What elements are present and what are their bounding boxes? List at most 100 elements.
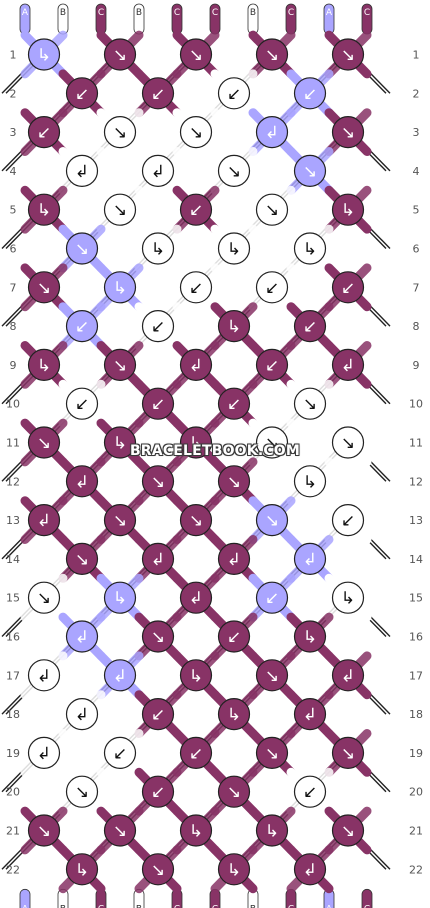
knot-arrow-icon: ↘ (151, 860, 165, 880)
row-number-right: 3 (413, 126, 420, 139)
bottom-string-letter: A (22, 904, 29, 908)
knot-arrow-icon: ↘ (189, 123, 203, 143)
knot (179, 271, 213, 304)
knot-arrow-icon: ↲ (75, 472, 89, 492)
knot (141, 310, 175, 343)
knot-arrow-icon: ↘ (37, 822, 51, 842)
top-string-letter: C (212, 8, 218, 18)
knot (65, 310, 99, 343)
knot (179, 581, 213, 614)
row-number-right: 1 (413, 49, 420, 62)
knot (179, 348, 213, 381)
top-string-letter: B (136, 8, 142, 18)
row-number-right: 15 (409, 592, 423, 605)
knot (65, 465, 99, 498)
row-number-left: 3 (10, 126, 17, 139)
knot (103, 426, 137, 459)
knot-arrow-icon: ↘ (341, 46, 355, 66)
knot (255, 193, 289, 226)
row-number-right: 18 (409, 708, 423, 721)
knot (331, 736, 365, 770)
knot (217, 853, 251, 886)
knot (65, 542, 99, 576)
knot-arrow-icon: ↙ (227, 395, 241, 415)
knot-arrow-icon: ↘ (265, 666, 279, 686)
knot-arrow-icon: ↙ (189, 278, 203, 298)
bottom-string-letter: C (288, 904, 294, 908)
top-string-letter: C (174, 8, 180, 18)
bottom-string-letter: C (98, 904, 104, 908)
knot (27, 116, 61, 149)
knot (27, 736, 61, 770)
knot (293, 154, 327, 187)
knot (141, 697, 175, 731)
knot (179, 814, 213, 847)
knot (331, 659, 365, 692)
bottom-string-end (19, 888, 31, 908)
knot-arrow-icon: ↙ (303, 84, 317, 104)
bottom-string-letter: B (136, 904, 142, 908)
top-string-letter: B (250, 8, 256, 18)
row-number-left: 10 (6, 398, 20, 411)
top-string-letter: A (22, 8, 29, 18)
knot-arrow-icon: ↳ (37, 201, 51, 221)
top-string-letter: B (60, 8, 66, 18)
knot (217, 697, 251, 731)
knot-arrow-icon: ↘ (341, 123, 355, 143)
bottom-string-letter: A (326, 904, 333, 908)
knot-arrow-icon: ↙ (341, 278, 355, 298)
knot (179, 116, 213, 149)
knot (179, 503, 213, 537)
knot (103, 581, 137, 614)
knot-arrow-icon: ↙ (75, 395, 89, 415)
row-number-left: 13 (6, 514, 20, 527)
knot (217, 620, 251, 653)
knot (255, 426, 289, 459)
knot-arrow-icon: ↲ (151, 550, 165, 570)
knot-arrow-icon: ↙ (341, 511, 355, 531)
knot (331, 814, 365, 847)
row-number-left: 22 (6, 863, 20, 876)
knot (103, 193, 137, 226)
knot (255, 736, 289, 770)
knot (331, 581, 365, 614)
knot-arrow-icon: ↙ (151, 84, 165, 104)
knot-arrow-icon: ↙ (303, 317, 317, 337)
row-number-left: 17 (6, 669, 20, 682)
row-number-left: 7 (10, 281, 17, 294)
knot-arrow-icon: ↘ (113, 201, 127, 221)
knot (331, 116, 365, 149)
row-number-right: 13 (409, 514, 423, 527)
knot-arrow-icon: ↘ (113, 123, 127, 143)
bottom-string-letter: B (60, 904, 66, 908)
row-number-right: 9 (413, 359, 420, 372)
knot-arrow-icon: ↘ (113, 356, 127, 376)
knot-arrow-icon: ↘ (265, 744, 279, 764)
knot (293, 542, 327, 576)
knot (27, 659, 61, 692)
knot-arrow-icon: ↲ (113, 666, 127, 686)
row-number-left: 14 (6, 553, 20, 566)
knot (103, 736, 137, 770)
knot (255, 814, 289, 847)
knot (27, 814, 61, 847)
row-number-left: 1 (10, 49, 17, 62)
knot (331, 426, 365, 459)
knot-arrow-icon: ↘ (265, 434, 279, 454)
knot-arrow-icon: ↘ (341, 744, 355, 764)
knot (293, 697, 327, 731)
knot (65, 620, 99, 653)
knot (331, 193, 365, 226)
knot (217, 465, 251, 498)
knot-arrow-icon: ↙ (265, 278, 279, 298)
row-number-right: 20 (409, 786, 423, 799)
knot (293, 77, 327, 110)
knot-arrow-icon: ↲ (75, 162, 89, 182)
row-number-right: 14 (409, 553, 423, 566)
bottom-string-letter: C (212, 904, 218, 908)
knot-arrow-icon: ↳ (303, 240, 317, 260)
knot (65, 775, 99, 808)
knot (217, 77, 251, 110)
knot-arrow-icon: ↳ (37, 46, 51, 66)
